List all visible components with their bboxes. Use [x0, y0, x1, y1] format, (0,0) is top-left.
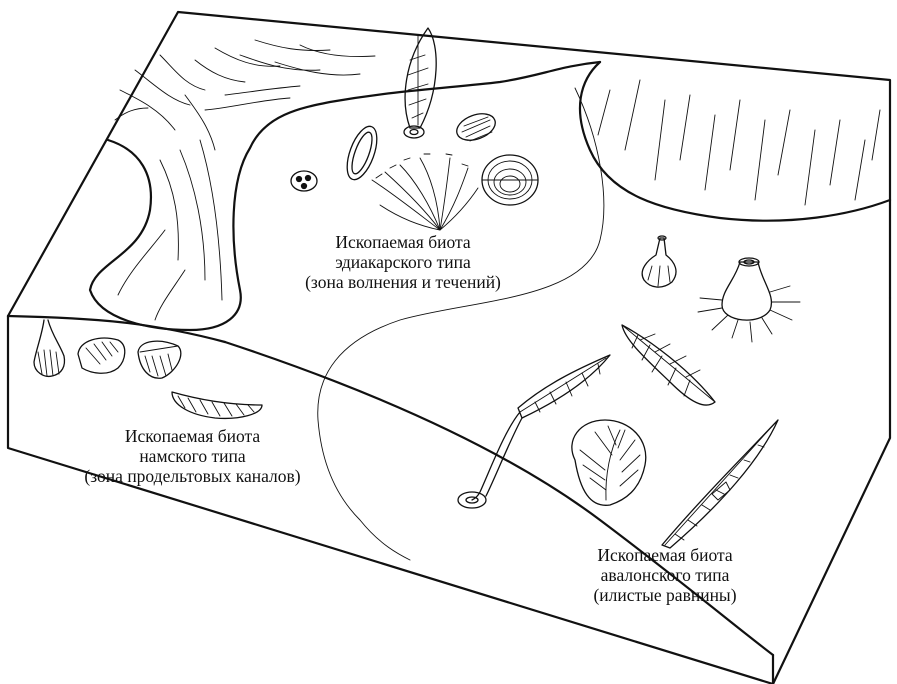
channel-line — [215, 48, 280, 66]
hatch-line — [598, 90, 610, 135]
vase-fossil-small — [642, 236, 676, 287]
channel-line — [120, 90, 175, 130]
channel-line — [195, 60, 245, 82]
avalon-label-line3: (илистые равнины) — [545, 585, 785, 605]
channel-line — [118, 230, 165, 295]
ediacara-label-line3: (зона волнения и течений) — [268, 272, 538, 292]
frond-fossil — [404, 28, 436, 138]
hatch-line — [872, 110, 880, 160]
nama-zone-boundary — [225, 342, 773, 655]
avalon-label-line2: авалонского типа — [545, 565, 785, 585]
ediacara-label-line2: эдиакарского типа — [268, 252, 538, 272]
hatch-line — [730, 100, 740, 170]
hatch-line — [655, 100, 665, 180]
channel-line — [205, 98, 290, 110]
channel-line — [185, 95, 215, 150]
hatch-line — [705, 115, 715, 190]
hatch-line — [680, 95, 690, 160]
nama-lens-fossil — [172, 392, 262, 418]
nama-dome-fossil — [138, 341, 181, 378]
hatch-line — [830, 120, 840, 185]
channel-line — [240, 55, 320, 70]
hatch-line — [855, 140, 865, 200]
hatch-line — [755, 120, 765, 200]
ediacara-label-line1: Ископаемая биота — [268, 232, 538, 252]
hatch-line — [805, 130, 815, 205]
dickinsonia-fossil-small — [453, 109, 499, 145]
stalked-frond-fossil — [458, 355, 610, 508]
dickinsonia-fossil-large — [482, 155, 538, 205]
hatch-line — [778, 110, 790, 175]
channel-line — [225, 86, 300, 95]
channel-line — [160, 160, 178, 260]
nama-label-line2: намского типа — [45, 446, 340, 466]
ediacara-biota-label: Ископаемая биота эдиакарского типа (зона… — [268, 232, 538, 292]
channel-line — [255, 40, 330, 51]
avalon-biota-label: Ископаемая биота авалонского типа (илист… — [545, 545, 785, 605]
fan-fossil — [372, 154, 478, 230]
avalon-label-line1: Ископаемая биота — [545, 545, 785, 565]
channel-line — [180, 150, 205, 280]
channel-line — [160, 55, 205, 90]
ediacara-fossils — [291, 28, 538, 230]
nama-label-line3: (зона продельтовых каналов) — [45, 466, 340, 486]
anemone-fossil — [698, 258, 800, 342]
block-front-face — [8, 298, 890, 684]
rosette-fossil — [572, 420, 646, 505]
oval-segmented-fossil — [341, 123, 383, 184]
disc-fossil-small — [291, 171, 317, 191]
channel-line — [200, 140, 222, 300]
spindle-fossil — [662, 420, 778, 548]
nama-label-line1: Ископаемая биота — [45, 426, 340, 446]
nama-biota-label: Ископаемая биота намского типа (зона про… — [45, 426, 340, 486]
nama-shell-fossil — [78, 338, 125, 373]
channel-line — [155, 270, 185, 320]
hatch-line — [625, 80, 640, 150]
charnia-fossil-upper — [622, 325, 715, 405]
nama-fossils — [34, 320, 262, 418]
mudflat-boundary — [318, 88, 604, 560]
nama-fan-stalk-fossil — [34, 320, 65, 376]
upland-hatched-area — [580, 62, 890, 221]
